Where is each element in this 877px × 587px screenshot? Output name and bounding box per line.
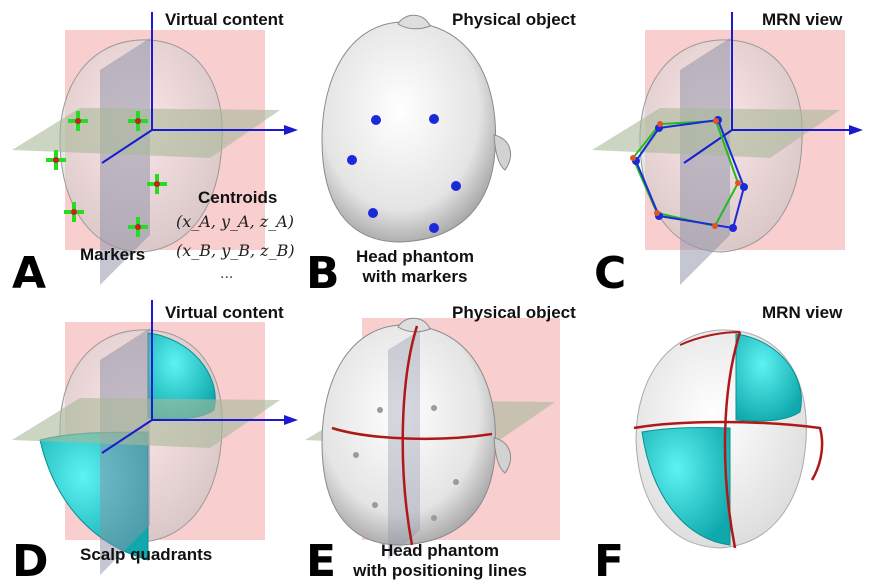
- marker-hole: [431, 405, 437, 411]
- panel-b-scene: [322, 15, 511, 242]
- centroid-a-coordinates: (x_A, y_A, z_A): [176, 212, 294, 231]
- marker-dot: [429, 223, 439, 233]
- ear: [494, 135, 511, 170]
- marker-hole: [353, 452, 359, 458]
- marker-dot: [740, 183, 748, 191]
- panel-b-letter: B: [306, 252, 340, 296]
- centroid-ellipsis: ...: [220, 266, 233, 282]
- marker-hole: [372, 502, 378, 508]
- panel-a-letter: A: [12, 252, 46, 296]
- centroid-b-coordinates: (x_B, y_B, z_B): [176, 241, 295, 260]
- caption-line: Head phantom: [355, 247, 475, 267]
- head-phantom-lines-caption: Head phantom with positioning lines: [340, 541, 540, 581]
- panel-e-title: Physical object: [452, 303, 576, 323]
- nose: [398, 15, 430, 29]
- marker-dot: [729, 224, 737, 232]
- panel-f-scene: [634, 330, 822, 548]
- panel-f-title: MRN view: [762, 303, 842, 323]
- centroid-dot: [735, 180, 741, 186]
- marker-dot: [371, 115, 381, 125]
- axis-x-arrowhead: [284, 125, 298, 135]
- panel-b-title: Physical object: [452, 10, 576, 30]
- head-phantom-markers-caption: Head phantom with markers: [355, 247, 475, 287]
- panel-a-title: Virtual content: [165, 10, 284, 30]
- panel-d-title: Virtual content: [165, 303, 284, 323]
- caption-line: with markers: [355, 267, 475, 287]
- caption-line: Head phantom: [340, 541, 540, 561]
- markers-label: Markers: [80, 245, 145, 265]
- panel-d-letter: D: [12, 540, 49, 584]
- caption-line: with positioning lines: [340, 561, 540, 581]
- panel-c-letter: C: [594, 252, 626, 296]
- marker-dot: [451, 181, 461, 191]
- panel-c-title: MRN view: [762, 10, 842, 30]
- panel-e-letter: E: [306, 540, 336, 584]
- panel-d-scene: [12, 300, 298, 575]
- marker-hole: [377, 407, 383, 413]
- scalp-quadrant-upper: [736, 334, 801, 421]
- panel-f-letter: F: [594, 540, 624, 584]
- marker-dot: [429, 114, 439, 124]
- centroid-dot: [657, 121, 663, 127]
- axis-x-arrowhead: [849, 125, 863, 135]
- centroid-dot: [712, 223, 718, 229]
- marker-dot: [368, 208, 378, 218]
- head-phantom: [322, 22, 496, 242]
- marker-hole: [431, 515, 437, 521]
- marker-hole: [453, 479, 459, 485]
- coronal-plane: [388, 330, 420, 560]
- panel-c-scene: [592, 12, 863, 285]
- axis-x-arrowhead: [284, 415, 298, 425]
- scalp-quadrants-label: Scalp quadrants: [80, 545, 212, 565]
- centroid-dot: [654, 210, 660, 216]
- centroid-dot: [630, 155, 636, 161]
- panel-e-scene: [305, 318, 560, 560]
- centroid-dot: [713, 118, 719, 124]
- centroids-label: Centroids: [198, 188, 277, 208]
- marker-dot: [347, 155, 357, 165]
